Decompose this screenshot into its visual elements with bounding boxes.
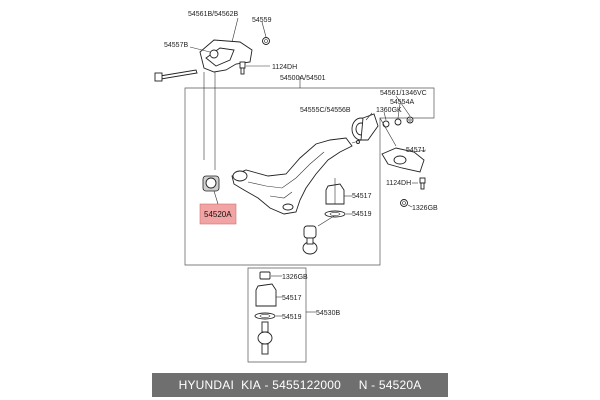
label-54519-lower: 54519 — [282, 314, 302, 321]
ball-joint-lower — [254, 283, 277, 320]
label-54530B: 54530B — [316, 310, 340, 317]
bolt-1124DH-right — [419, 177, 426, 190]
footer-ref: N - 54520A — [358, 378, 422, 392]
lower-control-arm — [231, 137, 353, 215]
label-54557B: 54557B — [164, 42, 188, 49]
bolt-1124DH-top — [239, 61, 246, 75]
ball-joint-subframe — [247, 267, 307, 363]
label-1124DH-right: 1124DH — [386, 180, 411, 187]
small-parts-upper-right — [382, 116, 414, 128]
label-54561-1346VC: 54561/1346VC — [380, 90, 427, 97]
label-54517-lower: 54517 — [282, 295, 302, 302]
label-54561B-54562B: 54561B/54562B — [188, 11, 239, 18]
bolt-54557B — [154, 69, 198, 82]
ball-stud-lower — [257, 321, 273, 355]
footer-part-number: 5455122000 — [272, 378, 342, 392]
label-54571: 54571 — [406, 147, 426, 154]
nut-1326GB-lower — [259, 271, 271, 280]
label-1360GK: 1360GK — [376, 107, 402, 114]
label-54517-upper: 54517 — [352, 193, 372, 200]
label-54500A-54501: 54500A/54501 — [280, 75, 326, 82]
nut-1326GB-right — [400, 199, 408, 207]
rear-bushing-54555C — [351, 113, 379, 141]
part-info-footer: HYUNDAI KIA - 5455122000 N - 54520A — [152, 373, 448, 397]
nut-54559 — [262, 37, 270, 45]
footer-brand: HYUNDAI — [178, 378, 234, 392]
label-54559: 54559 — [252, 17, 272, 24]
ball-stud-upper — [302, 225, 318, 255]
front-bushing-54520A — [202, 175, 220, 192]
label-54555C-54556B: 54555C/54556B — [300, 107, 351, 114]
label-1326GB-lower: 1326GB — [282, 274, 308, 281]
label-54554A: 54554A — [390, 99, 414, 106]
upper-bracket — [199, 37, 270, 73]
footer-maker: KIA — [241, 378, 262, 392]
label-1124DH-top: 1124DH — [272, 64, 297, 71]
label-54520A: 54520A — [204, 210, 232, 219]
stabilizer-bracket-54571 — [381, 147, 425, 173]
label-1326GB-right: 1326GB — [412, 205, 438, 212]
label-54519-upper: 54519 — [352, 211, 372, 218]
